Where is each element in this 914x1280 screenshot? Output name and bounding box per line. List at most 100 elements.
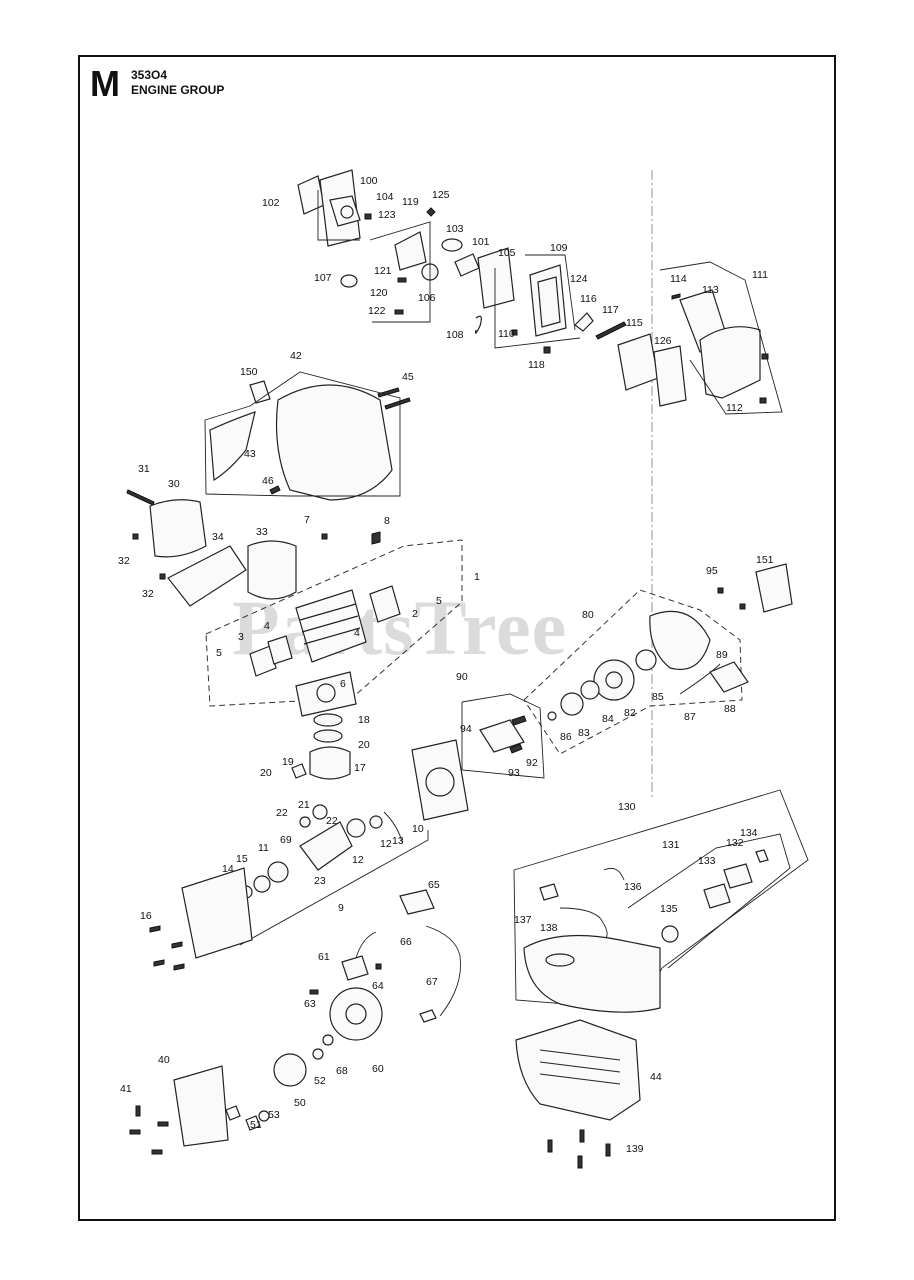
part-label-106: 106 xyxy=(418,292,436,304)
part-label-5: 5 xyxy=(436,595,442,607)
part-label-61: 61 xyxy=(318,951,330,963)
part-label-22: 22 xyxy=(326,815,338,827)
part-label-4: 4 xyxy=(264,620,270,632)
part-label-139: 139 xyxy=(626,1143,644,1155)
part-label-134: 134 xyxy=(740,827,758,839)
part-label-110: 110 xyxy=(498,328,515,340)
part-label-84: 84 xyxy=(602,713,614,725)
part-label-138: 138 xyxy=(540,922,558,934)
part-label-101: 101 xyxy=(472,236,490,248)
air-filter-box-group xyxy=(671,289,769,404)
part-label-111: 111 xyxy=(752,269,768,281)
part-label-63: 63 xyxy=(304,998,316,1010)
part-label-100: 100 xyxy=(360,175,378,187)
engine-cover-group xyxy=(209,380,411,501)
part-label-19: 19 xyxy=(282,756,294,768)
part-label-20: 20 xyxy=(358,739,370,751)
part-label-11: 11 xyxy=(258,842,269,854)
part-label-83: 83 xyxy=(578,727,590,739)
part-label-40: 40 xyxy=(158,1054,170,1066)
part-label-115: 115 xyxy=(626,317,643,329)
part-label-107: 107 xyxy=(314,272,332,284)
part-label-126: 126 xyxy=(654,335,672,347)
part-label-9: 9 xyxy=(338,902,344,914)
part-label-130: 130 xyxy=(618,801,636,813)
part-label-65: 65 xyxy=(428,879,440,891)
part-label-31: 31 xyxy=(138,463,150,475)
part-label-109: 109 xyxy=(550,242,568,254)
part-label-32: 32 xyxy=(142,588,154,600)
part-label-124: 124 xyxy=(570,273,588,285)
part-label-53: 53 xyxy=(268,1109,280,1121)
part-label-85: 85 xyxy=(652,691,664,703)
part-label-114: 114 xyxy=(670,273,687,285)
ignition-group xyxy=(129,889,461,1155)
part-label-93: 93 xyxy=(508,767,520,779)
part-label-123: 123 xyxy=(378,209,396,221)
part-label-137: 137 xyxy=(514,914,532,926)
part-label-41: 41 xyxy=(120,1083,132,1095)
part-label-34: 34 xyxy=(212,531,224,543)
part-label-1: 1 xyxy=(474,571,480,583)
part-label-8: 8 xyxy=(384,515,390,527)
diagram-frame xyxy=(78,55,836,1221)
part-label-10: 10 xyxy=(412,823,424,835)
part-label-150: 150 xyxy=(240,366,258,378)
part-label-136: 136 xyxy=(624,881,642,893)
part-label-125: 125 xyxy=(432,189,450,201)
part-label-18: 18 xyxy=(358,714,370,726)
part-label-23: 23 xyxy=(314,875,326,887)
part-label-30: 30 xyxy=(168,478,180,490)
part-label-64: 64 xyxy=(372,980,384,992)
part-label-119: 119 xyxy=(402,196,419,208)
part-label-20: 20 xyxy=(260,767,272,779)
part-label-43: 43 xyxy=(244,448,256,460)
part-label-95: 95 xyxy=(706,565,718,577)
part-label-103: 103 xyxy=(446,223,464,235)
part-label-117: 117 xyxy=(602,304,619,316)
part-label-89: 89 xyxy=(716,649,728,661)
part-label-2: 2 xyxy=(412,608,418,620)
part-label-86: 86 xyxy=(560,731,572,743)
part-label-88: 88 xyxy=(724,703,736,715)
part-label-94: 94 xyxy=(460,723,472,735)
part-label-7: 7 xyxy=(304,514,310,526)
part-label-45: 45 xyxy=(402,371,414,383)
starter-group xyxy=(479,563,793,754)
part-label-22: 22 xyxy=(276,807,288,819)
part-label-112: 112 xyxy=(726,402,743,414)
part-label-42: 42 xyxy=(290,350,302,362)
part-label-51: 51 xyxy=(250,1119,262,1131)
part-label-133: 133 xyxy=(698,855,716,867)
part-label-102: 102 xyxy=(262,197,280,209)
muffler-group xyxy=(126,489,297,607)
part-label-118: 118 xyxy=(528,359,545,371)
part-label-120: 120 xyxy=(370,287,388,299)
part-label-6: 6 xyxy=(340,678,346,690)
part-label-5: 5 xyxy=(216,647,222,659)
part-label-82: 82 xyxy=(624,707,636,719)
part-label-12: 12 xyxy=(380,838,392,850)
part-label-15: 15 xyxy=(236,853,248,865)
part-label-131: 131 xyxy=(662,839,680,851)
part-label-122: 122 xyxy=(368,305,386,317)
part-label-52: 52 xyxy=(314,1075,326,1087)
part-label-87: 87 xyxy=(684,711,696,723)
part-label-113: 113 xyxy=(702,284,719,296)
part-label-14: 14 xyxy=(222,863,234,875)
part-label-4: 4 xyxy=(354,627,360,639)
part-label-105: 105 xyxy=(498,247,516,259)
part-label-60: 60 xyxy=(372,1063,384,1075)
part-label-151: 151 xyxy=(756,554,774,566)
group-title: ENGINE GROUP xyxy=(131,83,225,97)
part-label-104: 104 xyxy=(376,191,394,203)
part-label-121: 121 xyxy=(374,265,392,277)
part-label-3: 3 xyxy=(238,631,244,643)
part-label-80: 80 xyxy=(582,609,594,621)
part-label-17: 17 xyxy=(354,762,366,774)
part-label-67: 67 xyxy=(426,976,438,988)
part-label-13: 13 xyxy=(392,835,404,847)
part-label-21: 21 xyxy=(298,799,310,811)
part-label-68: 68 xyxy=(336,1065,348,1077)
